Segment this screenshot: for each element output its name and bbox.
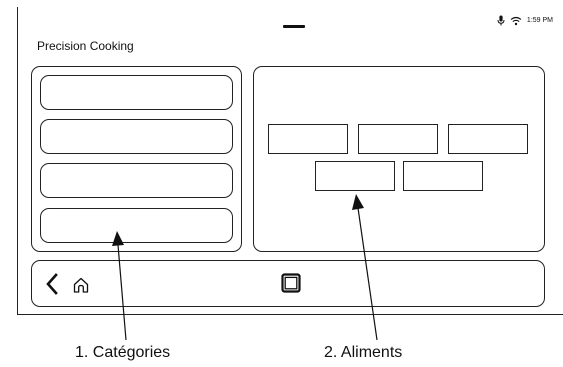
category-button[interactable] xyxy=(40,119,233,154)
categories-callout-label: 1. Catégories xyxy=(75,344,171,361)
recent-apps-icon[interactable] xyxy=(281,273,301,293)
navigation-bar xyxy=(31,260,545,307)
food-item[interactable] xyxy=(358,124,438,154)
status-bar: 1:59 PM xyxy=(497,15,553,26)
food-item[interactable] xyxy=(448,124,528,154)
category-button[interactable] xyxy=(40,75,233,110)
foods-callout-label: 2. Aliments xyxy=(324,344,403,361)
pull-down-handle[interactable] xyxy=(283,25,305,28)
microphone-icon xyxy=(497,15,505,26)
category-button[interactable] xyxy=(40,208,233,243)
food-item[interactable] xyxy=(315,161,395,191)
home-icon[interactable] xyxy=(72,276,90,294)
category-button[interactable] xyxy=(40,163,233,198)
tablet-screen: 1:59 PM Precision Cooking xyxy=(17,7,563,315)
foods-panel xyxy=(253,66,545,252)
categories-panel xyxy=(31,66,242,252)
food-item[interactable] xyxy=(403,161,483,191)
back-icon[interactable] xyxy=(45,273,59,295)
page-title: Precision Cooking xyxy=(37,39,134,53)
status-time: 1:59 PM xyxy=(526,17,553,24)
food-item[interactable] xyxy=(268,124,348,154)
wifi-icon xyxy=(510,16,522,25)
